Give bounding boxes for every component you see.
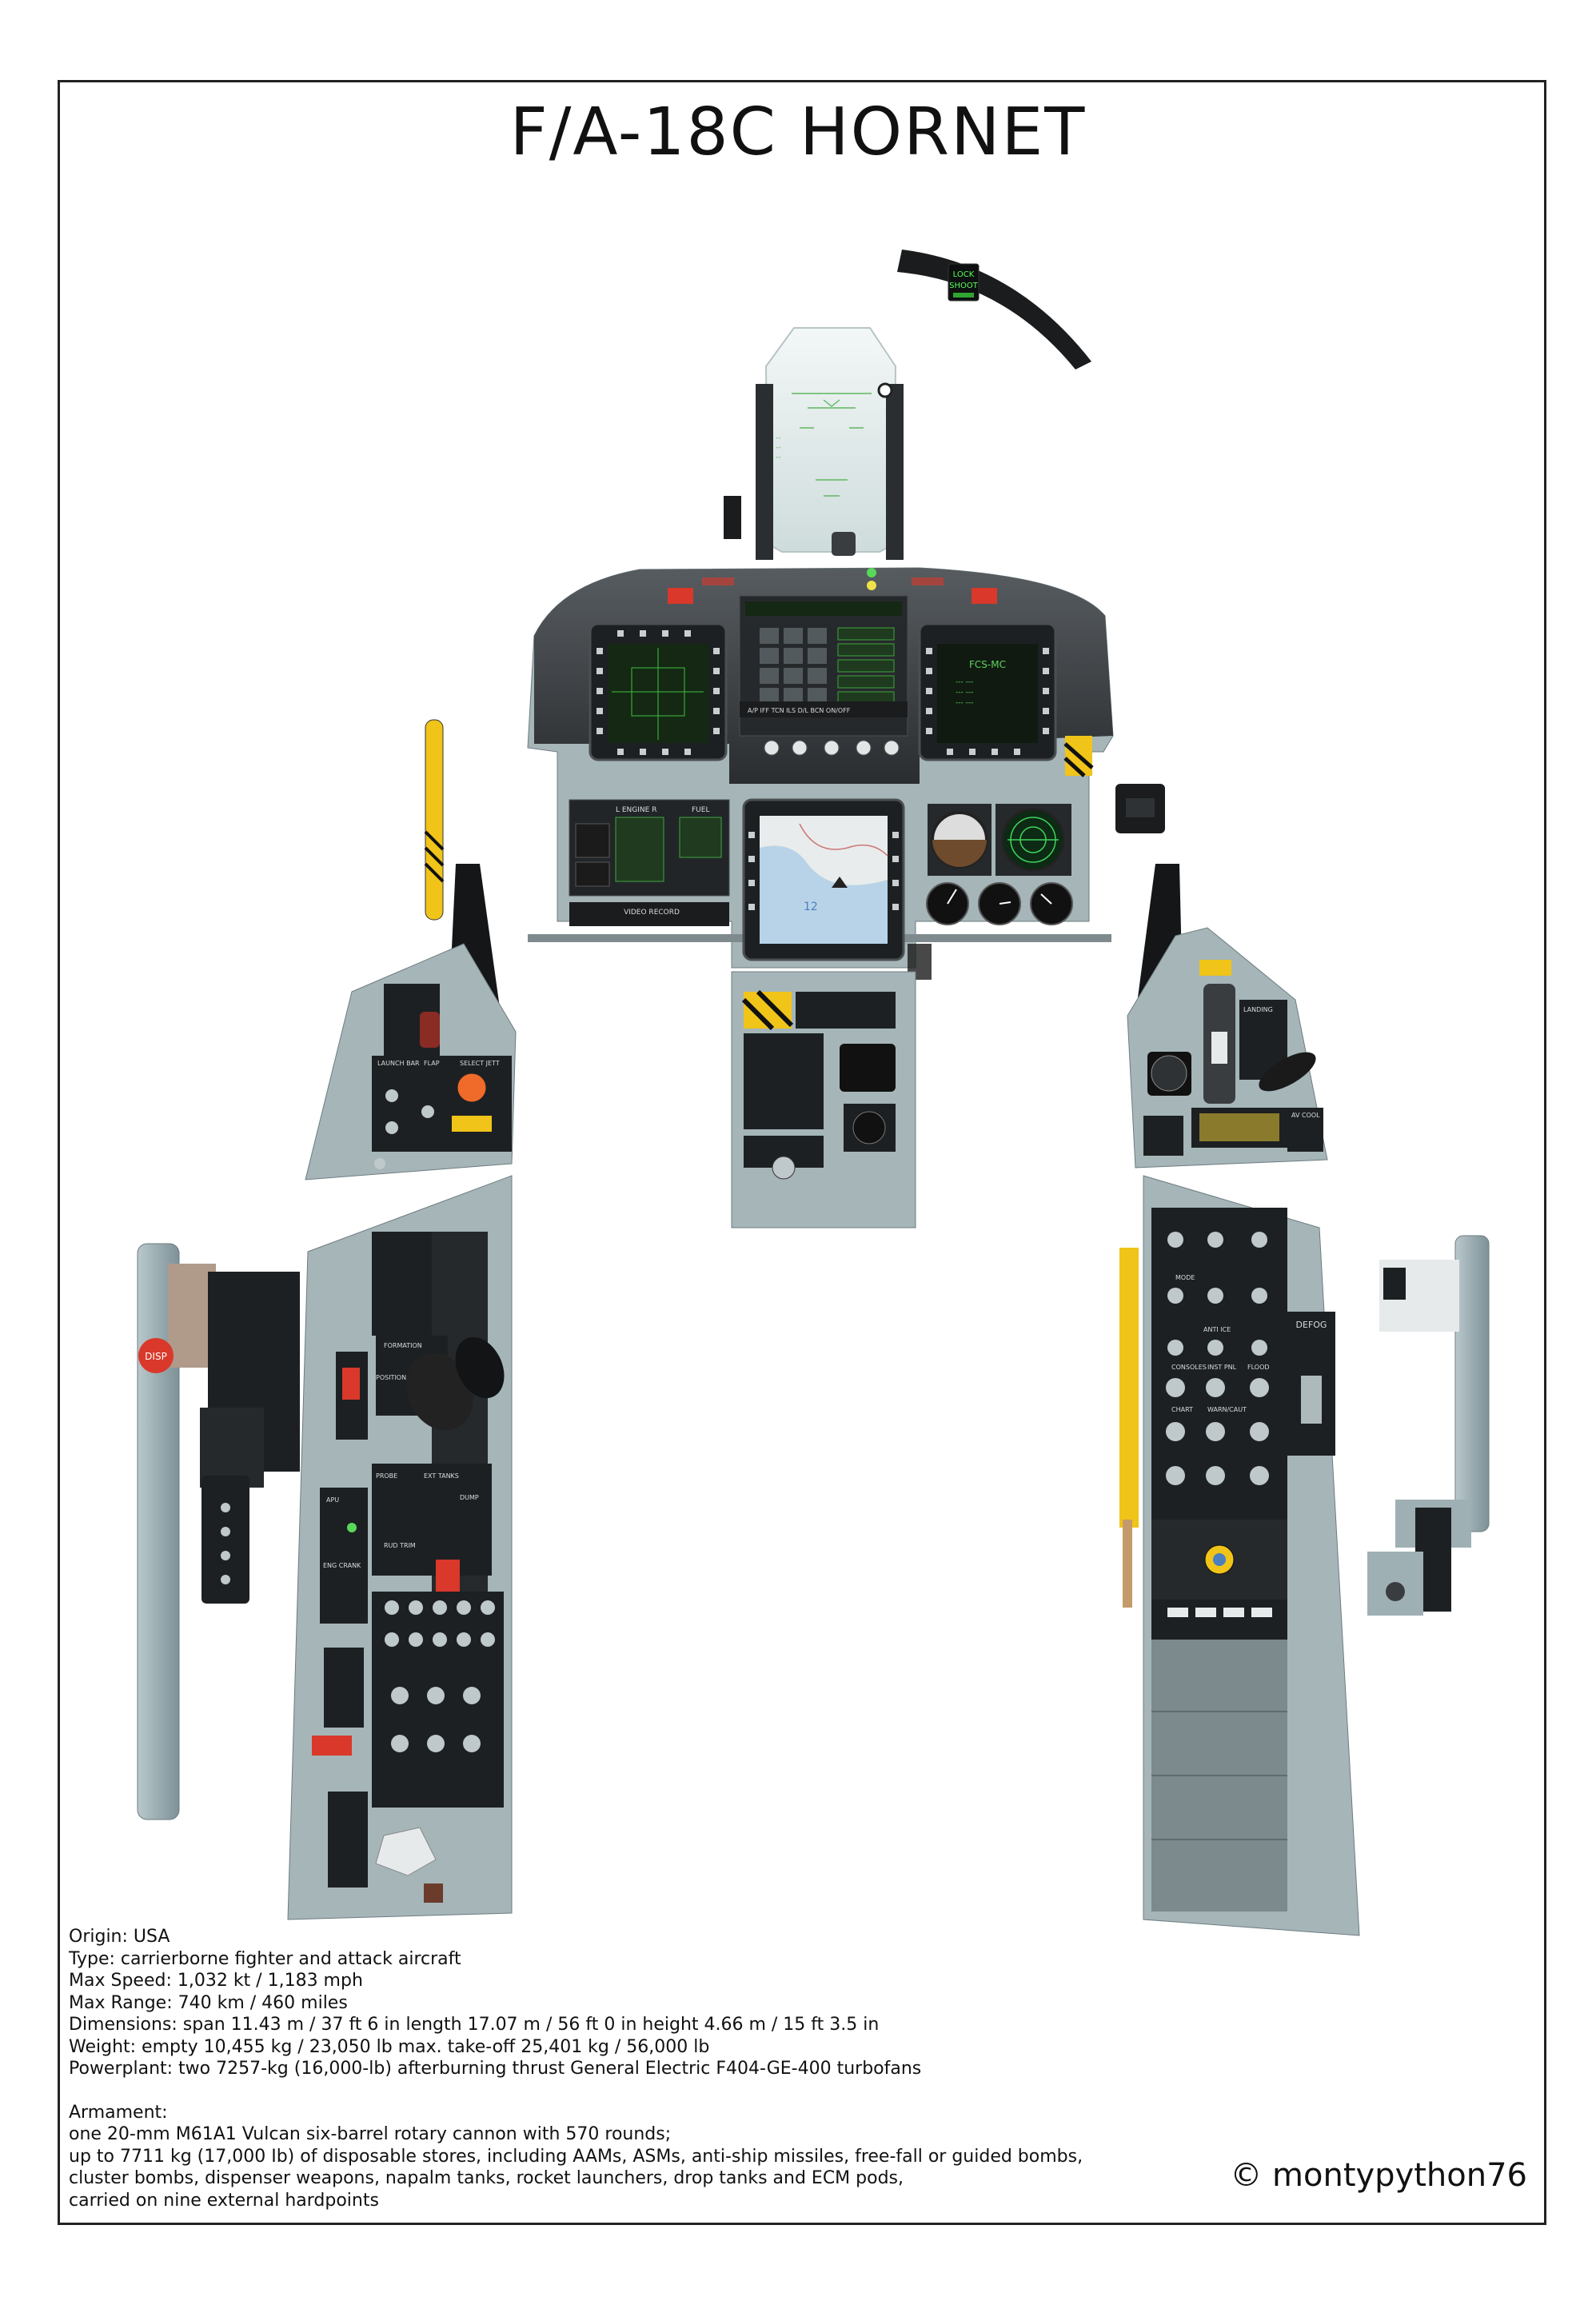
left-ddi	[589, 622, 728, 761]
warn-caut-label: WARN/CAUT	[1207, 1406, 1247, 1413]
landing-label: LANDING	[1243, 1006, 1273, 1013]
svg-text:--: --	[776, 444, 781, 452]
poster-border	[58, 80, 1546, 2225]
eng-crank-label: ENG CRANK	[323, 1562, 361, 1569]
ext-tanks-label: EXT TANKS	[424, 1472, 459, 1480]
apu-label: APU	[326, 1496, 339, 1504]
video-record-label: VIDEO RECORD	[624, 909, 680, 917]
mode-label: MODE	[1175, 1274, 1195, 1281]
av-cool-label: AV COOL	[1291, 1112, 1320, 1119]
right-ddi: FCS-MC --- --- --- --- --- ---	[918, 622, 1094, 777]
right-lower-console: DEFOG MODE ANTI ICE CONSOLES INST PNL FL…	[1143, 1175, 1360, 1936]
spec-dimensions: Dimensions: span 11.43 m / 37 ft 6 in le…	[69, 2015, 880, 2035]
probe-label: PROBE	[376, 1472, 397, 1480]
anti-ice-label: ANTI ICE	[1203, 1326, 1231, 1333]
armament-heading: Armament:	[69, 2102, 168, 2123]
spec-powerplant: Powerplant: two 7257-kg (16,000-lb) afte…	[69, 2059, 922, 2079]
center-pedestal	[731, 971, 916, 1228]
svg-text:--- ---: --- ---	[956, 699, 973, 707]
svg-text:--- ---: --- ---	[956, 689, 973, 697]
artist-credit: © montypython76	[1230, 2157, 1527, 2194]
right-side-rail	[1367, 1235, 1490, 1616]
dump-label: DUMP	[460, 1494, 479, 1501]
spec-weight: Weight: empty 10,455 kg / 23,050 lb max.…	[69, 2036, 710, 2057]
spec-type: Type: carrierborne fighter and attack ai…	[69, 1948, 461, 1969]
standby-instruments	[926, 784, 1165, 925]
rud-trim-label: RUD TRIM	[384, 1542, 416, 1549]
lock-label: LOCK	[953, 270, 975, 279]
up-front-controller: A/P IFF TCN ILS D/L BCN ON/OFF	[739, 595, 908, 756]
left-side-rail: DISP	[137, 1243, 300, 1820]
position-label: POSITION	[376, 1374, 406, 1381]
ampcd-map-display: 12	[742, 798, 932, 980]
defog-label: DEFOG	[1296, 1320, 1327, 1330]
spec-max-range: Max Range: 740 km / 460 miles	[69, 1992, 348, 2013]
svg-text:--: --	[776, 453, 781, 461]
consoles-label: CONSOLES	[1171, 1364, 1207, 1371]
svg-text:--: --	[776, 434, 781, 442]
select-jett-label: SELECT JETT	[460, 1060, 500, 1067]
right-upper-console: LANDING AV COOL	[1127, 927, 1328, 1168]
left-lower-console: FORMATION POSITION PROBE EXT TANKS DUMP …	[287, 1175, 514, 1920]
throttle[interactable]	[394, 1329, 514, 1441]
svg-text:12: 12	[804, 901, 818, 913]
aircraft-specifications: Origin: USA Type: carrierborne fighter a…	[69, 1926, 1083, 2211]
fcs-label: FCS-MC	[969, 659, 1006, 670]
svg-text:--- ---: --- ---	[956, 678, 973, 686]
svg-text:A/P IFF TCN ILS D/L BCN: A/P IFF TCN ILS D/L BCN ON/OFF	[748, 707, 851, 714]
hud: ------	[724, 327, 904, 560]
armament-line-3: cluster bombs, dispenser weapons, napalm…	[69, 2168, 904, 2188]
lock-shoot-light-bar: LOCK SHOOT	[897, 250, 1091, 370]
formation-label: FORMATION	[384, 1342, 422, 1349]
shoot-label: SHOOT	[949, 282, 979, 290]
armament-line-4: carried on nine external hardpoints	[69, 2190, 379, 2211]
spec-max-speed: Max Speed: 1,032 kt / 1,183 mph	[69, 1971, 363, 1991]
spec-origin: Origin: USA	[69, 1927, 170, 1947]
launch-bar-label: LAUNCH BAR	[377, 1060, 420, 1067]
left-upper-console: LAUNCH BAR FLAP SELECT JETT	[305, 943, 517, 1180]
l-engine-label: L ENGINE R	[616, 806, 656, 814]
flap-label: FLAP	[424, 1060, 440, 1067]
disp-label: DISP	[145, 1351, 167, 1362]
poster-title: F/A-18C HORNET	[509, 94, 1087, 170]
inst-pnl-label: INST PNL	[1207, 1364, 1237, 1371]
fuel-label: FUEL	[692, 806, 709, 814]
armament-line-1: one 20-mm M61A1 Vulcan six-barrel rotary…	[69, 2124, 672, 2144]
chart-label: CHART	[1171, 1406, 1193, 1413]
armament-line-2: up to 7711 kg (17,000 Ib) of disposable …	[69, 2146, 1083, 2167]
engine-fuel-panel: L ENGINE R FUEL VIDEO RECORD	[569, 799, 730, 926]
flood-label: FLOOD	[1247, 1364, 1270, 1371]
